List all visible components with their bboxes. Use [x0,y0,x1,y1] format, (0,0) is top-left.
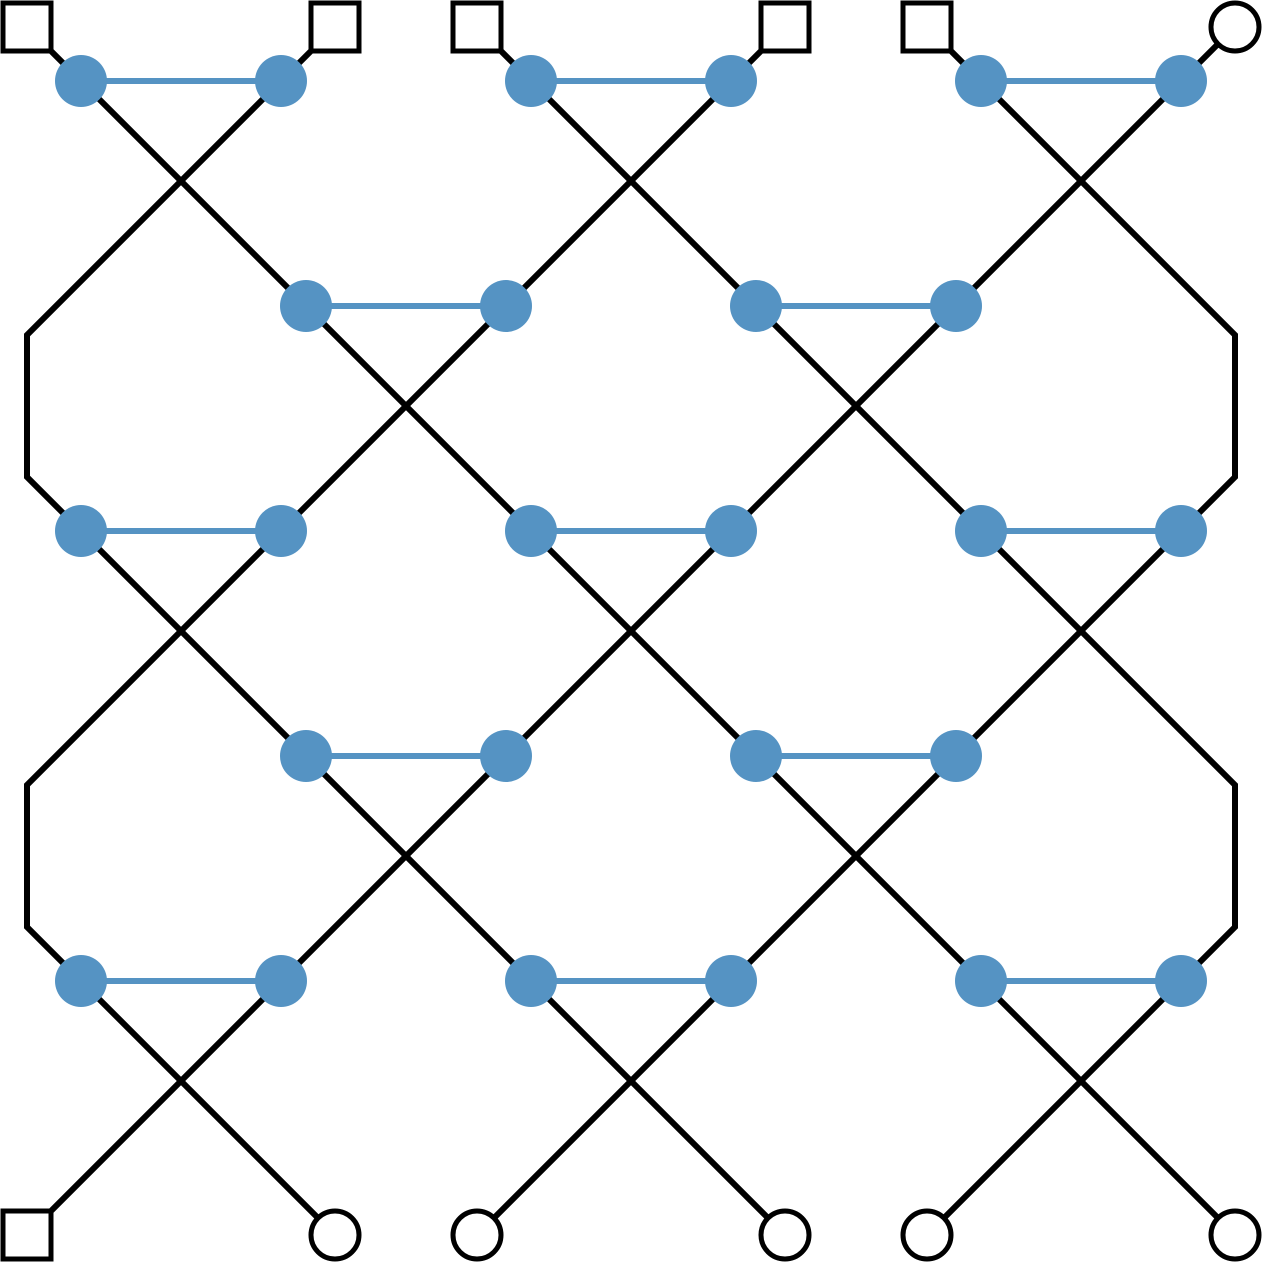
bottom-terminal-1-square [0,1208,54,1262]
node-row3-1 [55,505,107,557]
bottom-terminal-6-circle [1208,1208,1262,1262]
node-row5-4 [705,955,757,1007]
bottom-terminal-5-circle [900,1208,954,1262]
nodes [55,55,1207,1007]
node-row3-6 [1155,505,1207,557]
node-row3-4 [705,505,757,557]
node-row5-3 [505,955,557,1007]
bottom-terminal-4-circle [758,1208,812,1262]
node-row5-6 [1155,955,1207,1007]
couplers [81,78,1181,984]
wires [24,24,1238,1238]
top-terminal-3-square [450,0,504,54]
wire-5 [474,24,1238,1238]
node-row1-4 [705,55,757,107]
node-row1-2 [255,55,307,107]
node-row2-3 [730,280,782,332]
node-row4-1 [280,730,332,782]
node-row1-5 [955,55,1007,107]
node-row3-5 [955,505,1007,557]
wire-2 [24,24,788,1238]
node-row4-2 [480,730,532,782]
node-row2-1 [280,280,332,332]
node-row5-1 [55,955,107,1007]
top-terminal-5-square [900,0,954,54]
node-row1-3 [505,55,557,107]
wire-4 [24,24,788,1238]
node-row5-2 [255,955,307,1007]
node-row1-6 [1155,55,1207,107]
wire-3 [474,24,1238,1238]
top-terminal-2-square [308,0,362,54]
bottom-terminal-3-circle [450,1208,504,1262]
top-terminal-4-square [758,0,812,54]
node-row2-4 [930,280,982,332]
bottom-terminal-2-circle [308,1208,362,1262]
node-row4-3 [730,730,782,782]
top-terminal-6-circle [1208,0,1262,54]
node-row3-2 [255,505,307,557]
node-row1-1 [55,55,107,107]
top-terminal-1-square [0,0,54,54]
node-row3-3 [505,505,557,557]
node-row5-5 [955,955,1007,1007]
node-row2-2 [480,280,532,332]
node-row4-4 [930,730,982,782]
